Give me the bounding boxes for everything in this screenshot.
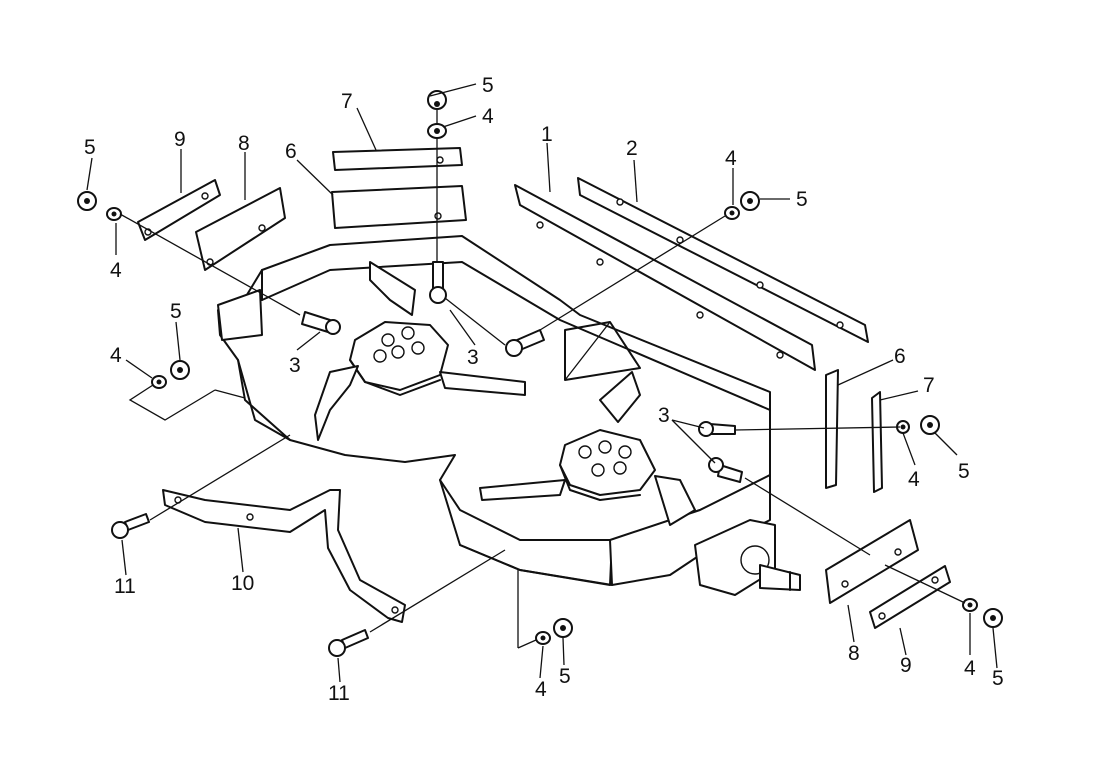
washer-4-right-top: [724, 206, 740, 220]
callout-8-left: 8: [238, 132, 250, 155]
callout-3b: 3: [467, 346, 479, 369]
callout-5-bottom-right: 5: [992, 667, 1004, 690]
callout-8-right: 8: [848, 642, 860, 665]
callout-5-bottom: 5: [559, 665, 571, 688]
callout-5-top: 5: [482, 74, 494, 97]
callout-3c: 3: [658, 404, 670, 427]
callout-4-left-mid: 4: [110, 344, 122, 367]
bolt-11-left: [111, 513, 150, 539]
bolt-3-right-lower: [708, 457, 743, 483]
washer-4-bottom-right: [962, 598, 978, 612]
callout-4-top: 4: [482, 105, 494, 128]
callout-2: 2: [626, 137, 638, 160]
callout-7-right: 7: [923, 374, 935, 397]
part-2-rear-bar: [577, 177, 869, 343]
callout-4-right-top: 4: [725, 147, 737, 170]
left-blade-assembly: [314, 261, 526, 441]
part-7-right-plate: [871, 391, 883, 493]
part-6-top-plate: [331, 185, 467, 229]
nut-5-right-mid: [920, 415, 940, 435]
callout-4-left: 4: [110, 259, 122, 282]
callout-11-left: 11: [114, 575, 136, 598]
washer-4-left: [106, 207, 122, 221]
callout-7-top: 7: [341, 90, 353, 113]
part-10-bumper-bracket: [162, 489, 406, 623]
part-9-right-plate: [869, 565, 951, 629]
callout-4-right-mid: 4: [908, 468, 920, 491]
callout-10: 10: [231, 572, 254, 595]
bolt-3-right-upper: [698, 421, 736, 437]
nut-5-left-mid: [170, 360, 190, 380]
part-7-top-plate: [332, 147, 463, 171]
washer-4-top: [427, 123, 447, 139]
washer-4-left-mid: [151, 375, 167, 389]
part-8-right-plate: [825, 519, 919, 604]
callout-11-bottom: 11: [328, 682, 350, 705]
part-6-right-plate: [825, 369, 839, 489]
nut-5-bottom: [553, 618, 573, 638]
callout-labels: 1 2 3 3 3 4 4 4 4 4 4 4 5 5 5 5 5 5 5 6 …: [84, 74, 1004, 705]
callout-6-top: 6: [285, 140, 297, 163]
callout-3a: 3: [289, 354, 301, 377]
part-1-rear-bar: [514, 184, 816, 371]
bolt-3-center-vertical: [429, 261, 447, 304]
callout-6-right: 6: [894, 345, 906, 368]
assembly-guide-lines: [119, 110, 966, 649]
callout-9-right: 9: [900, 654, 912, 677]
callout-1: 1: [541, 123, 553, 146]
leader-lines: [86, 83, 998, 683]
nut-5-left: [77, 191, 97, 211]
callout-9-left: 9: [174, 128, 186, 151]
bolt-3-left: [301, 311, 341, 335]
bolt-3-center: [505, 329, 545, 357]
washer-4-bottom: [535, 631, 551, 645]
callout-4-bottom: 4: [535, 678, 547, 701]
callout-5-right-top: 5: [796, 188, 808, 211]
callout-4-bottom-right: 4: [964, 657, 976, 680]
callout-5-right-mid: 5: [958, 460, 970, 483]
nut-5-right-top: [740, 191, 760, 211]
gearbox: [694, 519, 801, 596]
mower-deck-housing: [217, 235, 771, 586]
bolt-11-bottom: [328, 629, 369, 657]
callout-5-left: 5: [84, 136, 96, 159]
callout-5-left-mid: 5: [170, 300, 182, 323]
right-blade-assembly: [479, 371, 696, 526]
nut-5-bottom-right: [983, 608, 1003, 628]
